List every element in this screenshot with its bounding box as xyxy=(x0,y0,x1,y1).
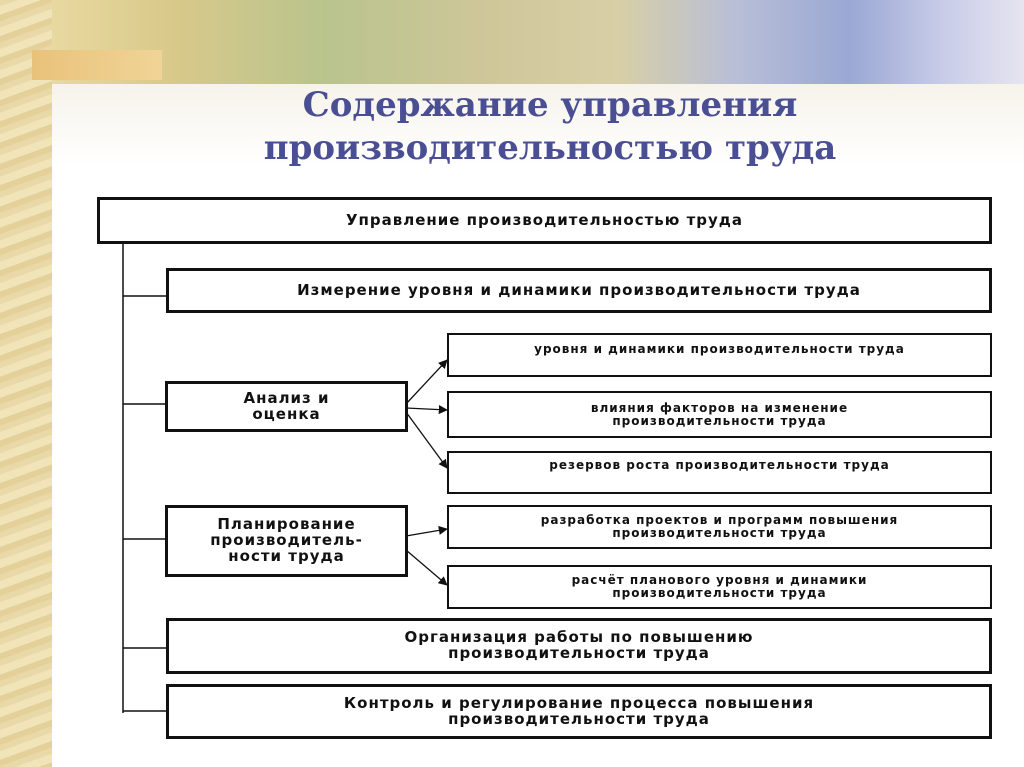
decorative-left-strip xyxy=(0,0,52,767)
measure-label: Измерение уровня и динамики производител… xyxy=(297,280,861,299)
arrow-analysis-2 xyxy=(405,405,448,415)
measure-box: Измерение уровня и динамики производител… xyxy=(166,268,992,313)
organization-box: Организация работы по повышению производ… xyxy=(166,618,992,674)
control-line-1: Контроль и регулирование процесса повыше… xyxy=(343,693,815,712)
planning-item-projects: разработка проектов и программ повышения… xyxy=(447,505,992,549)
analysis-item-level-dynamics: уровня и динамики производительности тру… xyxy=(447,333,992,377)
analysis-box: Анализ и оценка xyxy=(165,381,408,432)
planning-item-2-line-1: расчёт планового уровня и динамики xyxy=(571,573,868,588)
planning-item-calculation: расчёт планового уровня и динамики произ… xyxy=(447,565,992,609)
control-line-2: производительности труда xyxy=(448,709,710,728)
control-box: Контроль и регулирование процесса повыше… xyxy=(166,684,992,739)
organization-line-1: Организация работы по повышению xyxy=(404,628,754,647)
root-box: Управление производительностью труда xyxy=(97,197,992,244)
planning-item-1-line-2: производительности труда xyxy=(612,526,827,540)
arrow-analysis-1 xyxy=(405,359,448,405)
planning-label-line-1: Планирование xyxy=(217,515,356,534)
planning-box: Планирование производитель- ности труда xyxy=(165,505,408,577)
slide-title-line-2: производительностью труда xyxy=(263,128,837,168)
analysis-label-line-1: Анализ и xyxy=(243,388,330,407)
slide-title: Содержание управления производительность… xyxy=(200,84,900,170)
analysis-label-line-2: оценка xyxy=(252,404,321,423)
planning-label-line-3: ности труда xyxy=(228,546,345,565)
decorative-top-banner xyxy=(52,0,1024,84)
analysis-item-1-label: уровня и динамики производительности тру… xyxy=(534,342,905,356)
decorative-top-accent xyxy=(32,50,162,80)
arrow-planning-1 xyxy=(405,525,448,537)
arrow-analysis-3 xyxy=(405,411,448,469)
planning-label-line-2: производитель- xyxy=(210,531,363,550)
organization-line-2: производительности труда xyxy=(448,644,710,662)
analysis-item-2-line-2: производительности труда xyxy=(612,413,827,428)
analysis-item-factors: влияния факторов на изменение производит… xyxy=(447,391,992,438)
analysis-item-2-line-1: влияния факторов на изменение xyxy=(590,400,849,415)
planning-item-1-line-1: разработка проектов и программ повышения xyxy=(540,513,899,528)
slide-title-line-1: Содержание управления xyxy=(302,85,798,125)
root-label: Управление производительностью труда xyxy=(345,210,744,229)
planning-item-2-line-2: производительности труда xyxy=(612,586,827,600)
arrow-planning-2 xyxy=(405,549,448,586)
analysis-item-reserves: резервов роста производительности труда xyxy=(447,451,992,494)
analysis-item-3-label: резервов роста производительности труда xyxy=(549,458,890,472)
